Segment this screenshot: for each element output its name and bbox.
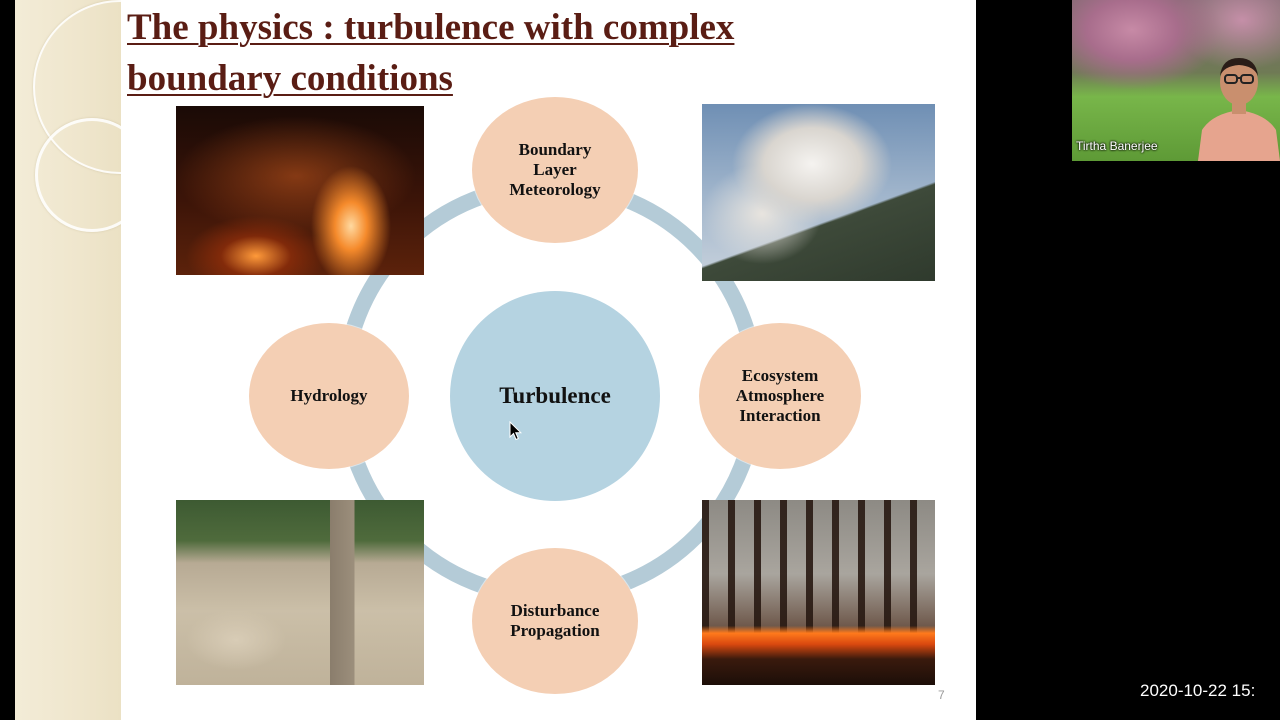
slide-decorative-sidebar — [15, 0, 207, 720]
participant-video-figure — [1198, 58, 1280, 161]
wildfire-night-photo — [176, 106, 424, 275]
recording-timestamp: 2020-10-22 15: — [1140, 681, 1256, 700]
webcam-video-tile[interactable] — [1072, 0, 1280, 161]
slide-title: The physics : turbulence with complex bo… — [127, 7, 735, 99]
debris-flow-photo — [176, 500, 424, 685]
center-label: Turbulence — [499, 383, 611, 408]
bubble-ecosystem-atmosphere-interaction: Ecosystem Atmosphere Interaction — [699, 323, 861, 469]
bubble-label: Disturbance Propagation — [510, 601, 600, 640]
forest-fire-photo — [702, 500, 935, 685]
center-bubble-turbulence: Turbulence — [450, 291, 660, 501]
participant-name-label: Tirtha Banerjee — [1076, 139, 1158, 153]
bubble-boundary-layer-meteorology: Boundary Layer Meteorology — [472, 97, 638, 243]
smoke-plume-photo — [702, 104, 935, 281]
slide-page-number: 7 — [938, 688, 945, 702]
mouse-cursor-icon — [509, 421, 523, 441]
bubble-disturbance-propagation: Disturbance Propagation — [472, 548, 638, 694]
bubble-hydrology: Hydrology — [249, 323, 409, 469]
bubble-label: Hydrology — [290, 386, 368, 405]
bubble-label: Ecosystem Atmosphere Interaction — [735, 366, 825, 425]
bubble-label: Boundary Layer Meteorology — [509, 140, 601, 199]
